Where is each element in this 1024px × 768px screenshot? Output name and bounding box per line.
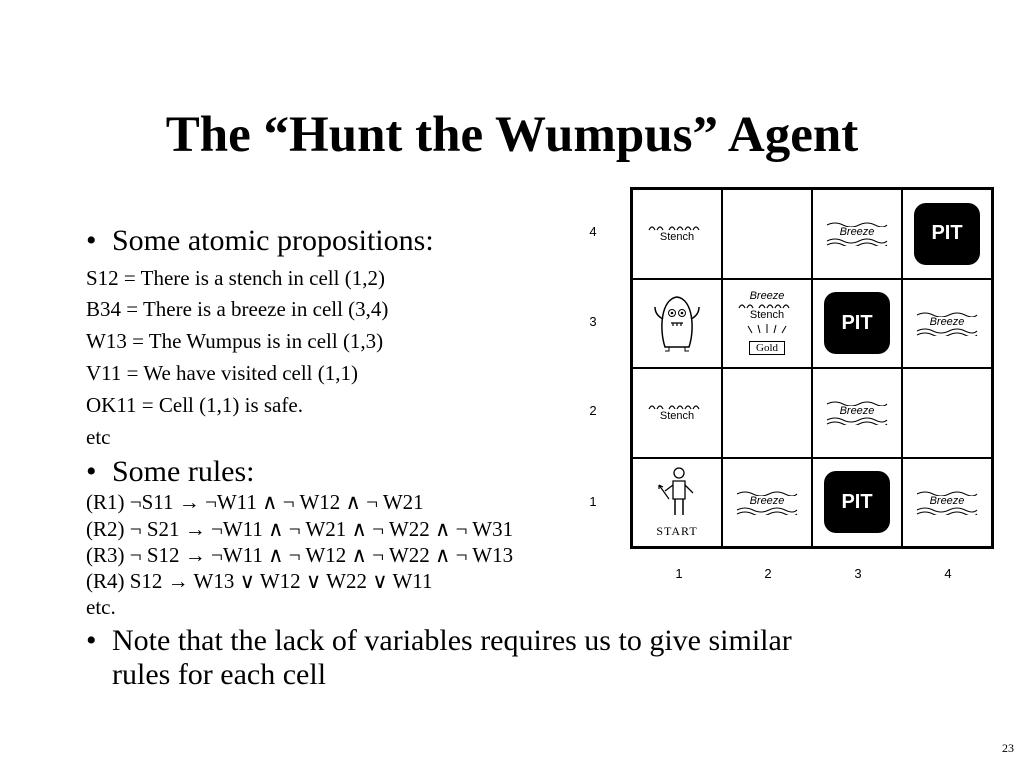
bullet-propositions: • Some atomic propositions: [86,224,434,258]
proposition-line: S12 = There is a stench in cell (1,2) [86,266,385,290]
breeze-label: Breeze [929,315,965,328]
slide-title: The “Hunt the Wumpus” Agent [165,107,859,163]
cell-1-4: Stench [632,189,722,279]
column-label: 4 [944,566,952,581]
cell-2-2 [722,368,812,458]
pit: PIT [824,471,890,534]
bullet-text: Some rules: [112,455,255,488]
breeze-wave-icon [825,221,889,228]
stench-label: Stench [749,309,785,322]
proposition-line: V11 = We have visited cell (1,1) [86,361,358,385]
cell-3-4: Breeze [812,189,902,279]
cell-4-2 [902,368,992,458]
bullet-dot: • [86,624,97,657]
rule-line: (R4) S12 → W13 ∨ W12 ∨ W22 ∨ W11 [86,569,433,593]
row-label: 2 [589,403,597,418]
breeze-wave-icon [825,400,889,407]
bullet-note: • Note that the lack of variables require… [86,624,792,658]
breeze-wave-icon [825,417,889,426]
page-number: 23 [1002,741,1014,755]
wumpus-icon [649,289,705,358]
breeze-label: Breeze [839,405,875,418]
breeze-wave-icon [915,490,979,496]
gold-label: Gold [749,341,785,356]
breeze-label: Breeze [749,290,785,303]
cell-4-4: PIT [902,189,992,279]
rule-line: (R3) ¬ S12 → ¬W11 ∧ ¬ W12 ∧ ¬ W22 ∧ ¬ W1… [86,543,514,567]
row-label: 4 [589,224,597,239]
cell-3-1: PIT [812,457,902,547]
bullet-dot: • [86,455,97,488]
breeze-wave-icon [735,490,799,496]
row-label: 1 [589,494,597,509]
rule-line: (R2) ¬ S21 → ¬W11 ∧ ¬ W21 ∧ ¬ W22 ∧ ¬ W3… [86,517,514,541]
cell-2-1: Breeze [722,457,812,547]
rule-line: etc. [86,595,116,619]
cell-2-3: Breeze Stench Gold [722,278,812,368]
bullet-note-continued: rules for each cell [86,658,326,692]
cell-2-4 [722,189,812,279]
cell-3-3: PIT [812,278,902,368]
column-label: 2 [764,566,772,581]
breeze-wave-icon [915,328,979,336]
breeze-label: Breeze [839,226,875,239]
proposition-line: etc [86,425,111,449]
breeze-wave-icon [915,311,979,317]
bullet-text: Some atomic propositions: [112,224,434,257]
stench-label: Stench [659,231,695,244]
cell-1-3 [632,278,722,368]
column-label: 1 [675,566,683,581]
cell-4-1: Breeze [902,457,992,547]
proposition-line: B34 = There is a breeze in cell (3,4) [86,297,389,321]
gold-glow-icon [742,321,792,339]
breeze-wave-icon [825,238,889,247]
proposition-line: W13 = The Wumpus is in cell (1,3) [86,329,384,353]
row-label: 3 [589,314,597,329]
agent-icon [655,465,699,522]
start-label: START [656,524,698,539]
proposition-line: OK11 = Cell (1,1) is safe. [86,393,303,417]
bullet-text: rules for each cell [112,658,327,691]
cell-1-1: START [632,457,722,547]
cell-4-3: Breeze [902,278,992,368]
rule-line: (R1) ¬S11 → ¬W11 ∧ ¬ W12 ∧ ¬ W21 [86,490,424,514]
stench-icon [647,224,707,232]
cell-1-2: Stench [632,368,722,458]
breeze-label: Breeze [929,494,965,507]
breeze-label: Breeze [749,494,785,507]
breeze-wave-icon [735,507,799,515]
breeze-wave-icon [915,507,979,515]
wumpus-world-grid: Stench Breeze PIT Breeze Stench Gold PIT [630,187,994,549]
stench-icon [647,403,707,411]
column-label: 3 [854,566,862,581]
bullet-dot: • [86,224,97,257]
stench-icon [737,302,797,310]
pit: PIT [914,202,980,265]
stench-label: Stench [659,410,695,423]
bullet-text: Note that the lack of variables requires… [112,624,792,657]
cell-3-2: Breeze [812,368,902,458]
bullet-rules: • Some rules: [86,455,255,489]
pit: PIT [824,292,890,355]
